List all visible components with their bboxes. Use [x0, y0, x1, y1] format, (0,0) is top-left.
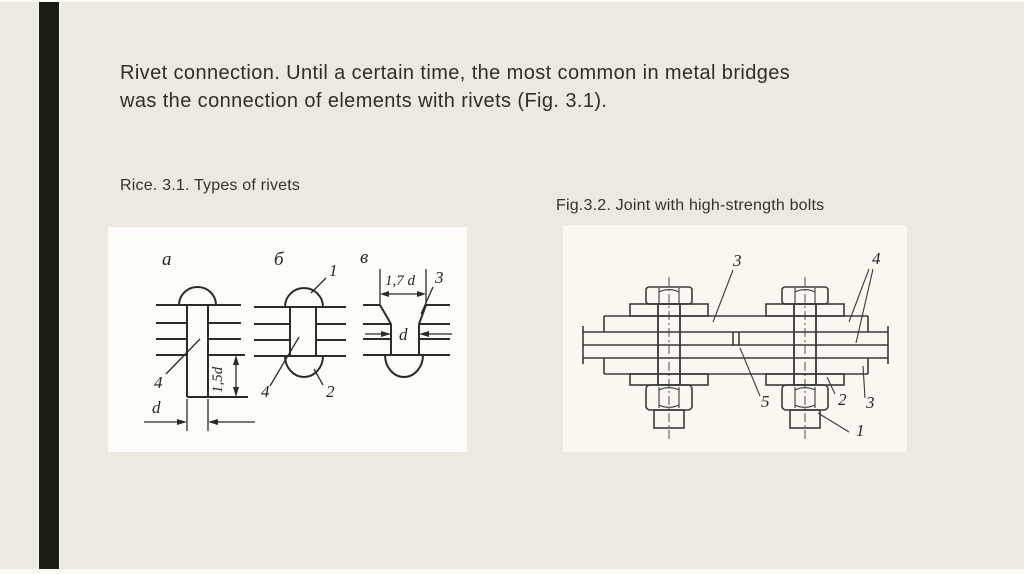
- rivet-types-diagram: а 1,5d 4 d б: [144, 247, 452, 431]
- panel-b-callout-2: 2: [326, 382, 335, 401]
- bolt-right: [765, 276, 845, 442]
- panel-v-callout-3: 3: [434, 268, 444, 287]
- panel-b-callout-1: 1: [329, 261, 338, 280]
- panel-v-dim-d-label: d: [399, 325, 408, 344]
- dim-1-7d-label: 1,7 d: [385, 273, 416, 289]
- panel-b-label: б: [274, 249, 285, 270]
- rivet-panel-a: а 1,5d 4 d: [144, 249, 255, 431]
- slide-title-line-2: was the connection of elements with rive…: [120, 90, 608, 112]
- figure2-caption: Fig.3.2. Joint with high-strength bolts: [556, 197, 825, 214]
- figure1-caption: Rice. 3.1. Types of rivets: [120, 177, 301, 194]
- bottom-edge-strip: [0, 569, 1024, 574]
- callout-4: 4: [872, 249, 881, 268]
- callouts: 3 4 5 2 3 1: [712, 249, 881, 440]
- callout-3-bottom: 3: [865, 393, 875, 412]
- rivet-panel-b: б 1 2 4: [254, 249, 346, 401]
- top-edge-strip: [0, 0, 1024, 2]
- bolt-left: [629, 276, 709, 442]
- callout-5: 5: [761, 392, 770, 411]
- panel-a-dim-d-label: d: [152, 398, 161, 417]
- accent-bar: [38, 2, 60, 569]
- slide-title-line-1: Rivet connection. Until a certain time, …: [120, 62, 791, 84]
- bolted-joint-diagram: 3 4 5 2 3 1: [582, 249, 889, 442]
- dim-1-5d-label: 1,5d: [210, 366, 226, 393]
- figure2-bolted-joint: 3 4 5 2 3 1: [563, 225, 907, 452]
- callout-1: 1: [856, 421, 865, 440]
- joint-gap: [732, 332, 740, 346]
- rivet-panel-v: в 1,7 d 3 d: [360, 247, 452, 378]
- panel-a-label: а: [162, 249, 172, 270]
- panel-b-callout-4: 4: [261, 382, 270, 401]
- panel-a-callout-4: 4: [154, 373, 163, 392]
- callout-3-top: 3: [732, 251, 742, 270]
- panel-v-label: в: [360, 247, 368, 268]
- figure1-types-of-rivets: а 1,5d 4 d б: [108, 227, 467, 452]
- plate-package: [582, 315, 889, 375]
- callout-2: 2: [838, 390, 847, 409]
- slide-title: Rivet connection. Until a certain time, …: [120, 59, 940, 115]
